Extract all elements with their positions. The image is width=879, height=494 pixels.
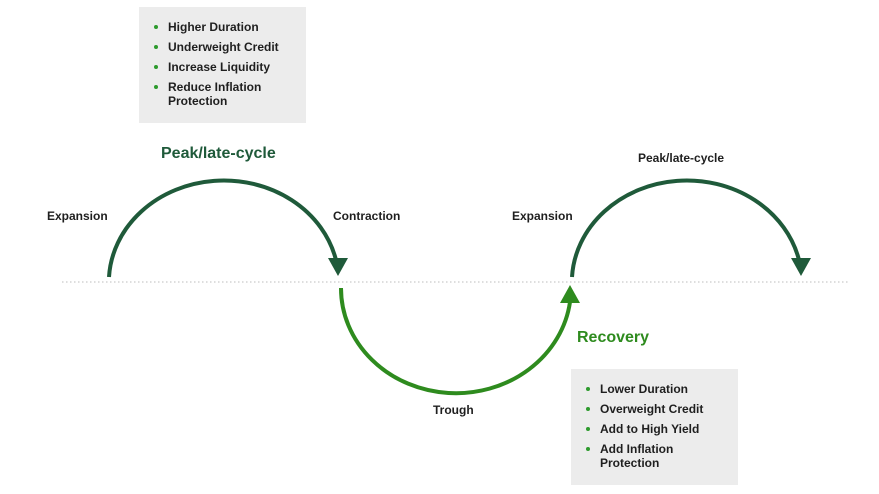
- list-item: Add Inflation Protection: [585, 442, 704, 470]
- bullet-icon: [154, 85, 158, 89]
- bullet-icon: [586, 407, 590, 411]
- expansion-label-1: Expansion: [47, 209, 108, 223]
- bottom-strategy-list: Lower Duration Overweight Credit Add to …: [585, 382, 726, 470]
- list-item: Higher Duration: [153, 20, 294, 34]
- top-strategy-box: Higher Duration Underweight Credit Incre…: [139, 7, 306, 123]
- list-item-label: Lower Duration: [600, 382, 689, 396]
- list-item-label: Add to High Yield: [600, 422, 700, 436]
- expansion-label-2: Expansion: [512, 209, 573, 223]
- arc-trough: [338, 287, 572, 396]
- list-item: Increase Liquidity: [153, 60, 294, 74]
- arrowhead-down-icon: [328, 258, 348, 276]
- list-item-label: Add Inflation Protection: [600, 442, 674, 470]
- list-item-label: Increase Liquidity: [168, 60, 271, 74]
- bullet-icon: [154, 25, 158, 29]
- bullet-icon: [586, 387, 590, 391]
- peak-late-cycle-title: Peak/late-cycle: [161, 145, 276, 162]
- bullet-icon: [586, 427, 590, 431]
- list-item: Lower Duration: [585, 382, 726, 396]
- list-item: Add to High Yield: [585, 422, 726, 436]
- bottom-strategy-box: Lower Duration Overweight Credit Add to …: [571, 369, 738, 485]
- bullet-icon: [586, 447, 590, 451]
- peak-late-cycle-label-2: Peak/late-cycle: [638, 151, 725, 165]
- top-strategy-list: Higher Duration Underweight Credit Incre…: [153, 20, 294, 108]
- arrowhead-up-icon: [560, 285, 580, 303]
- list-item-label: Higher Duration: [168, 20, 259, 34]
- contraction-label: Contraction: [333, 209, 401, 223]
- arrowhead-down-icon: [791, 258, 811, 276]
- list-item-label: Reduce Inflation Protection: [168, 80, 262, 108]
- arc-peak-1: [107, 178, 338, 278]
- list-item: Underweight Credit: [153, 40, 294, 54]
- recovery-title: Recovery: [577, 329, 650, 346]
- arc-peak-2: [570, 178, 801, 278]
- list-item-label: Overweight Credit: [600, 402, 704, 416]
- list-item-label: Underweight Credit: [168, 40, 279, 54]
- bullet-icon: [154, 45, 158, 49]
- list-item: Overweight Credit: [585, 402, 726, 416]
- bullet-icon: [154, 65, 158, 69]
- trough-label: Trough: [433, 403, 474, 417]
- list-item: Reduce Inflation Protection: [153, 80, 272, 108]
